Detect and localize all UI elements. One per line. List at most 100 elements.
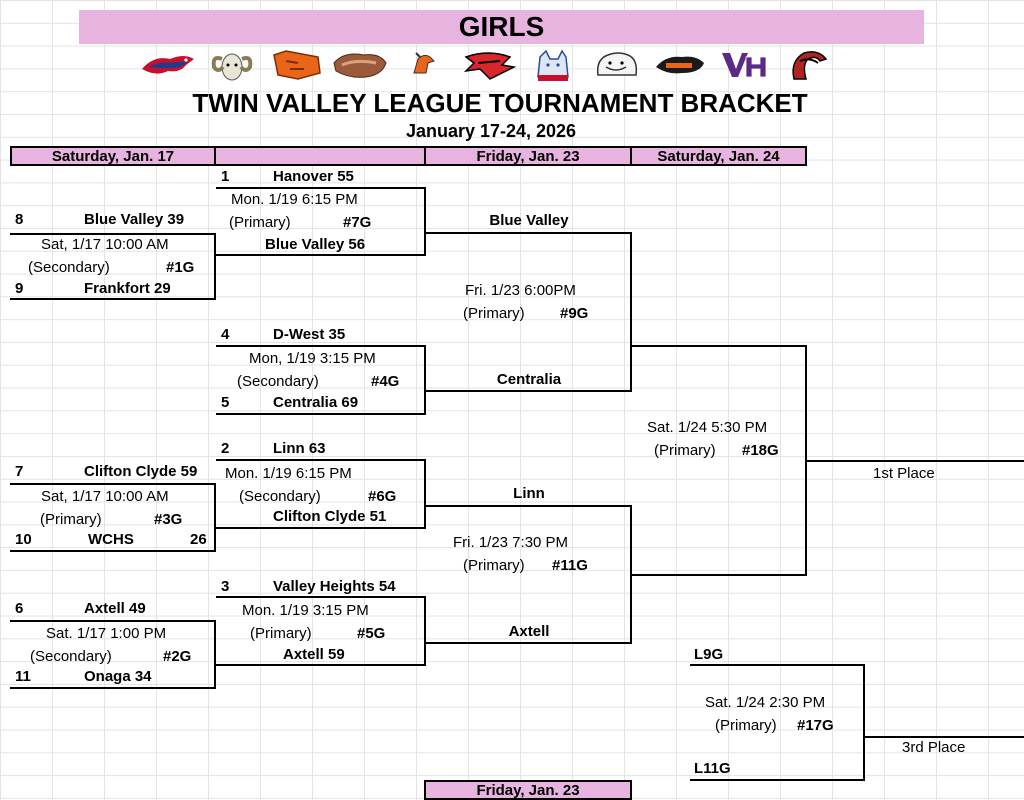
- game-time: Mon. 1/19 3:15 PM: [242, 602, 369, 619]
- game-venue: (Primary): [654, 442, 716, 459]
- team-name: D-West 35: [273, 326, 346, 343]
- vh-logo-icon: [716, 46, 772, 84]
- game-time: Sat, 1/17 10:00 AM: [41, 236, 169, 253]
- game-number: #6G: [368, 488, 397, 505]
- team-name: Blue Valley: [489, 212, 569, 229]
- bracket-line: [216, 664, 426, 666]
- bracket-line: [10, 483, 216, 485]
- bracket-line: [863, 664, 865, 781]
- seed-number: 9: [15, 280, 24, 297]
- third-place-label: 3rd Place: [902, 739, 966, 756]
- column-header-blank: [214, 146, 426, 166]
- bracket-line: [632, 345, 807, 347]
- team-name: Hanover 55: [273, 168, 354, 185]
- game-time: Fri. 1/23 6:00PM: [465, 282, 576, 299]
- buffalo-logo-icon: [652, 46, 708, 84]
- game-venue: (Secondary): [239, 488, 321, 505]
- team-name: Linn 63: [273, 440, 326, 457]
- team-name: Blue Valley 56: [265, 236, 366, 253]
- bracket-line: [426, 505, 632, 507]
- bracket-line: [216, 527, 426, 529]
- bracket-main-title: TWIN VALLEY LEAGUE TOURNAMENT BRACKET: [192, 88, 808, 118]
- game-number: #17G: [797, 717, 834, 734]
- column-header-friday-jan23-bottom: Friday, Jan. 23: [424, 780, 632, 800]
- game-time: Mon. 1/19 6:15 PM: [231, 191, 358, 208]
- game-number: #4G: [371, 373, 400, 390]
- bulldog-logo-icon: [588, 46, 644, 84]
- warrior-logo-icon: [780, 46, 836, 84]
- bracket-line: [424, 345, 426, 415]
- seed-number: 8: [15, 211, 24, 228]
- team-name: Linn: [513, 485, 545, 502]
- game-number: #11G: [552, 557, 588, 574]
- seed-number: 1: [221, 168, 230, 185]
- game-venue: (Primary): [250, 625, 312, 642]
- bracket-line: [10, 687, 216, 689]
- bracket-line: [424, 596, 426, 666]
- game-venue: (Secondary): [30, 648, 112, 665]
- game-number: #9G: [560, 305, 589, 322]
- column-header-saturday-jan24: Saturday, Jan. 24: [630, 146, 807, 166]
- game-number: #3G: [154, 511, 183, 528]
- bracket-line: [10, 620, 216, 622]
- bracket-line: [216, 596, 426, 598]
- bracket-line: [10, 550, 216, 552]
- tournament-date-range: January 17-24, 2026: [405, 121, 577, 141]
- bracket-line: [426, 642, 632, 644]
- team-name: Axtell 59: [283, 646, 345, 663]
- game-time: Sat. 1/24 5:30 PM: [647, 419, 768, 436]
- game-time: Mon, 1/19 3:15 PM: [249, 350, 376, 367]
- team-name: Valley Heights 54: [273, 578, 396, 595]
- team-name: Axtell 49: [84, 600, 146, 617]
- bracket-line: [10, 298, 216, 300]
- wildcat-logo-icon: [268, 46, 324, 84]
- team-name: L11G: [694, 760, 731, 777]
- game-venue: (Secondary): [28, 259, 110, 276]
- bracket-line: [214, 233, 216, 300]
- seed-number: 6: [15, 600, 24, 617]
- bracket-line: [630, 232, 632, 392]
- eagle-logo-icon: [140, 46, 196, 84]
- bracket-gender-title: GIRLS: [79, 10, 924, 44]
- bracket-line: [690, 779, 865, 781]
- column-header-saturday-jan17: Saturday, Jan. 17: [10, 146, 216, 166]
- ram-logo-icon: [204, 46, 260, 84]
- first-place-label: 1st Place: [873, 465, 935, 482]
- game-number: #18G: [742, 442, 779, 459]
- seed-number: 10: [15, 531, 32, 548]
- game-venue: (Secondary): [237, 373, 319, 390]
- game-venue: (Primary): [229, 214, 291, 231]
- game-venue: (Primary): [715, 717, 777, 734]
- bracket-line: [216, 345, 426, 347]
- game-number: #7G: [343, 214, 372, 231]
- game-number: #1G: [166, 259, 195, 276]
- team-score: 26: [190, 531, 207, 548]
- team-name: Onaga 34: [84, 668, 152, 685]
- bracket-line: [424, 459, 426, 529]
- game-number: #2G: [163, 648, 192, 665]
- bracket-line: [216, 254, 426, 256]
- game-time: Sat. 1/24 2:30 PM: [705, 694, 826, 711]
- team-name: Axtell: [508, 623, 550, 640]
- seed-number: 11: [15, 668, 31, 685]
- bracket-line: [214, 483, 216, 552]
- team-name: WCHS: [88, 531, 134, 548]
- bracket-line: [216, 413, 426, 415]
- game-time: Sat. 1/17 1:00 PM: [46, 625, 167, 642]
- game-venue: (Primary): [40, 511, 102, 528]
- game-venue: (Primary): [463, 557, 525, 574]
- team-logos-row: [140, 44, 870, 86]
- seed-number: 4: [221, 326, 230, 343]
- bracket-line: [632, 574, 807, 576]
- falcon-logo-icon: [460, 46, 516, 84]
- game-time: Fri. 1/23 7:30 PM: [453, 534, 569, 551]
- game-venue: (Primary): [463, 305, 525, 322]
- team-name: L9G: [694, 646, 724, 663]
- team-name: Blue Valley 39: [84, 211, 185, 228]
- bracket-line: [805, 345, 807, 576]
- bracket-line: [807, 460, 1024, 462]
- game-number: #5G: [357, 625, 386, 642]
- team-name: Frankfort 29: [84, 280, 171, 297]
- bracket-line: [426, 232, 632, 234]
- bracket-line: [216, 187, 426, 189]
